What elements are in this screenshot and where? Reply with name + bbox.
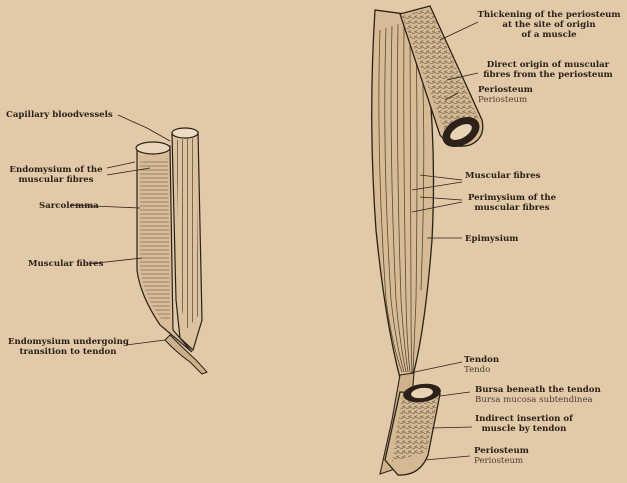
right-muscular-fibres-label: Muscular fibres — [465, 171, 541, 181]
indirect-insertion-label: Indirect insertion of muscle by tendon — [472, 414, 576, 434]
thickening-label: Thickening of the periosteum at the site… — [474, 10, 624, 40]
left-muscle-fibre-drawing — [136, 128, 207, 374]
sarcolemma-label: Sarcolemma — [39, 201, 99, 211]
capillary-top-ellipse — [172, 128, 198, 138]
front-fibre-top-ellipse — [136, 142, 170, 154]
transition-label: Endomysium undergoing transition to tend… — [8, 337, 128, 357]
capillary-label: Capillary bloodvessels — [6, 110, 113, 120]
left-muscular-fibres-label: Muscular fibres — [28, 259, 104, 269]
tendon-label: Tendon Tendo — [464, 355, 499, 375]
periosteum-top-label: Periosteum Periosteum — [478, 85, 533, 105]
endomysium-label: Endomysium of the muscular fibres — [4, 165, 108, 185]
perimysium-label: Perimysium of the muscular fibres — [462, 193, 562, 213]
direct-origin-label: Direct origin of muscular fibres from th… — [478, 60, 618, 80]
periosteum-bottom-label: Periosteum Periosteum — [474, 446, 529, 466]
bursa-label: Bursa beneath the tendon Bursa mucosa su… — [475, 385, 601, 405]
epimysium-label: Epimysium — [465, 234, 518, 244]
